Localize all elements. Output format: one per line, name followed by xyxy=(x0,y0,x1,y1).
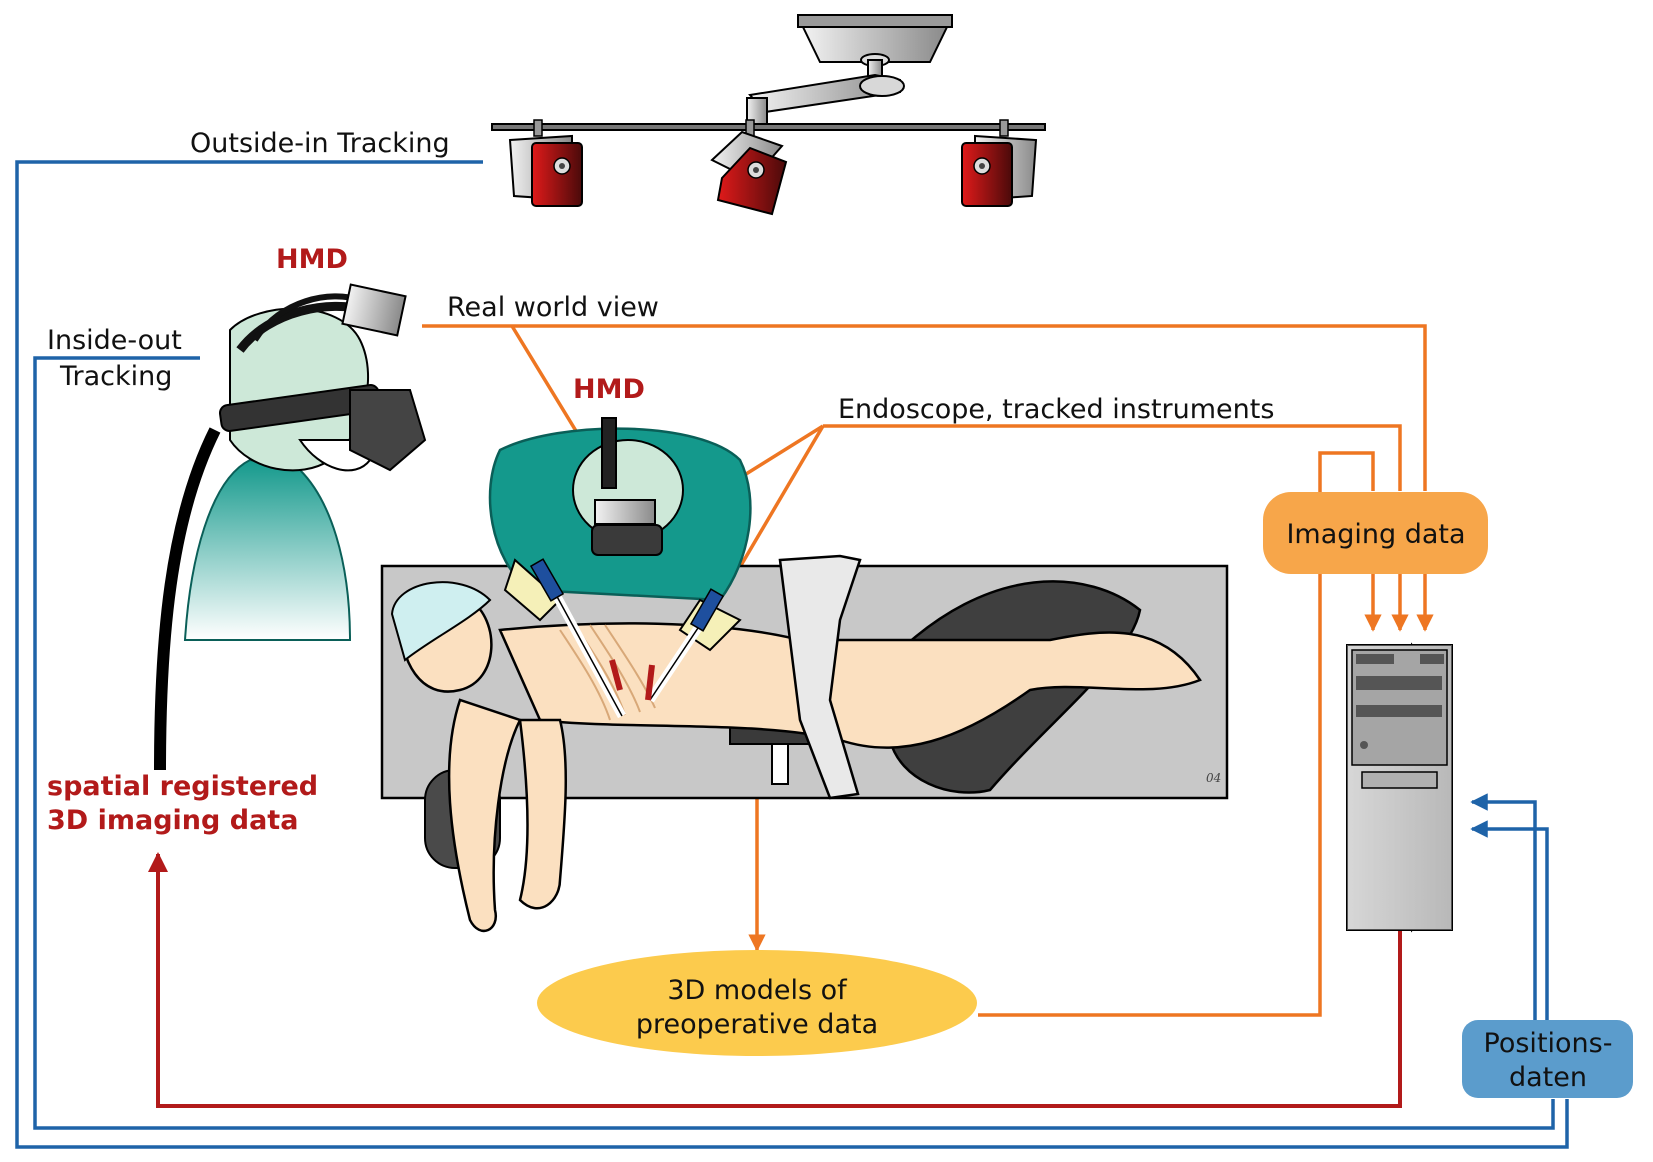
orange-data-lines xyxy=(422,324,1434,1017)
artist-signature: 04 xyxy=(1206,771,1221,785)
blue-tracking-lines xyxy=(15,160,1569,1149)
label-hmd-left: HMD xyxy=(276,244,348,275)
computer-tower xyxy=(1346,642,1453,933)
label-inside-out-tracking-line1: Inside-out xyxy=(47,325,182,356)
tracking-camera-right xyxy=(961,119,1038,207)
label-real-world-view: Real world view xyxy=(447,292,659,323)
label-spatial-registered-line2: 3D imaging data xyxy=(47,805,298,836)
label-positions-line1: Positions- xyxy=(1484,1028,1613,1059)
label-outside-in-tracking: Outside-in Tracking xyxy=(190,128,450,159)
left-surgeon xyxy=(154,283,427,771)
label-models-line2: preoperative data xyxy=(636,1009,878,1040)
label-models-line1: 3D models of xyxy=(667,975,848,1006)
ceiling-tracking-rig xyxy=(491,14,1046,216)
imaging-data-box xyxy=(1263,492,1488,574)
label-imaging-data: Imaging data xyxy=(1286,519,1465,550)
red-return-line xyxy=(148,852,1402,1108)
label-hmd-center: HMD xyxy=(573,374,645,405)
models-ellipse xyxy=(537,950,977,1056)
center-surgeon xyxy=(488,417,752,719)
positions-data-box xyxy=(1462,1020,1633,1098)
tracking-camera-center xyxy=(710,119,788,216)
patient xyxy=(390,554,1202,932)
label-inside-out-tracking-line2: Tracking xyxy=(59,361,172,392)
label-endoscope-instruments: Endoscope, tracked instruments xyxy=(838,394,1274,425)
label-spatial-registered-line1: spatial registered xyxy=(47,771,318,802)
tracking-camera-left xyxy=(508,119,583,207)
label-positions-line2: daten xyxy=(1509,1062,1587,1093)
